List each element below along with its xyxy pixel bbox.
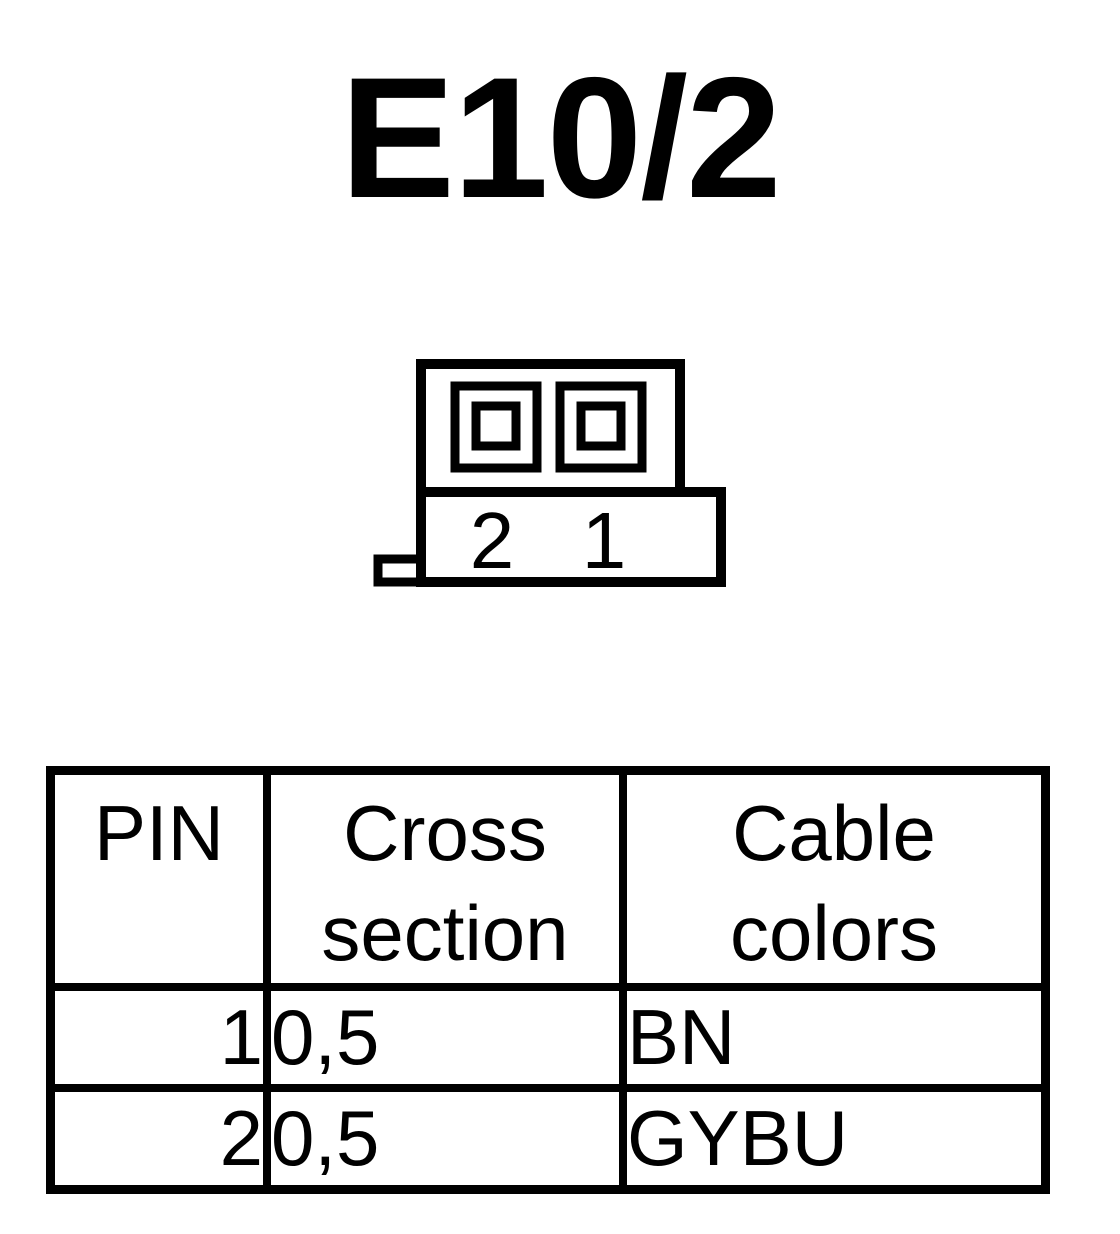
pin-assignment-table: PIN Cross section Cable colors 1 0,5 BN … [46, 766, 1050, 1194]
connector-title: E10/2 [340, 42, 781, 234]
pin-socket-1-inner [576, 401, 626, 451]
pin-socket-1-outer [555, 381, 647, 473]
header-cable-colors: Cable colors [619, 766, 1050, 991]
pin-socket-2-outer [450, 381, 542, 473]
pin-number: 1 [46, 983, 271, 1092]
connector-base [416, 487, 726, 587]
pin-label-2: 2 [470, 496, 515, 585]
locking-tab [373, 554, 426, 587]
header-cross-section: Cross section [263, 766, 627, 991]
cross-section-value: 0,5 [263, 1084, 627, 1194]
pin-number: 2 [46, 1084, 271, 1194]
table-row: 2 0,5 GYBU [46, 1084, 1050, 1194]
cable-color-value: BN [619, 983, 1050, 1092]
table-header-row: PIN Cross section Cable colors [46, 766, 1050, 991]
pin-label-1: 1 [582, 496, 627, 585]
connector-diagram: 2 1 [373, 359, 726, 587]
header-pin: PIN [46, 766, 271, 991]
cross-section-value: 0,5 [263, 983, 627, 1092]
cable-color-value: GYBU [619, 1084, 1050, 1194]
pin-socket-2-inner [471, 401, 521, 451]
table-row: 1 0,5 BN [46, 983, 1050, 1092]
